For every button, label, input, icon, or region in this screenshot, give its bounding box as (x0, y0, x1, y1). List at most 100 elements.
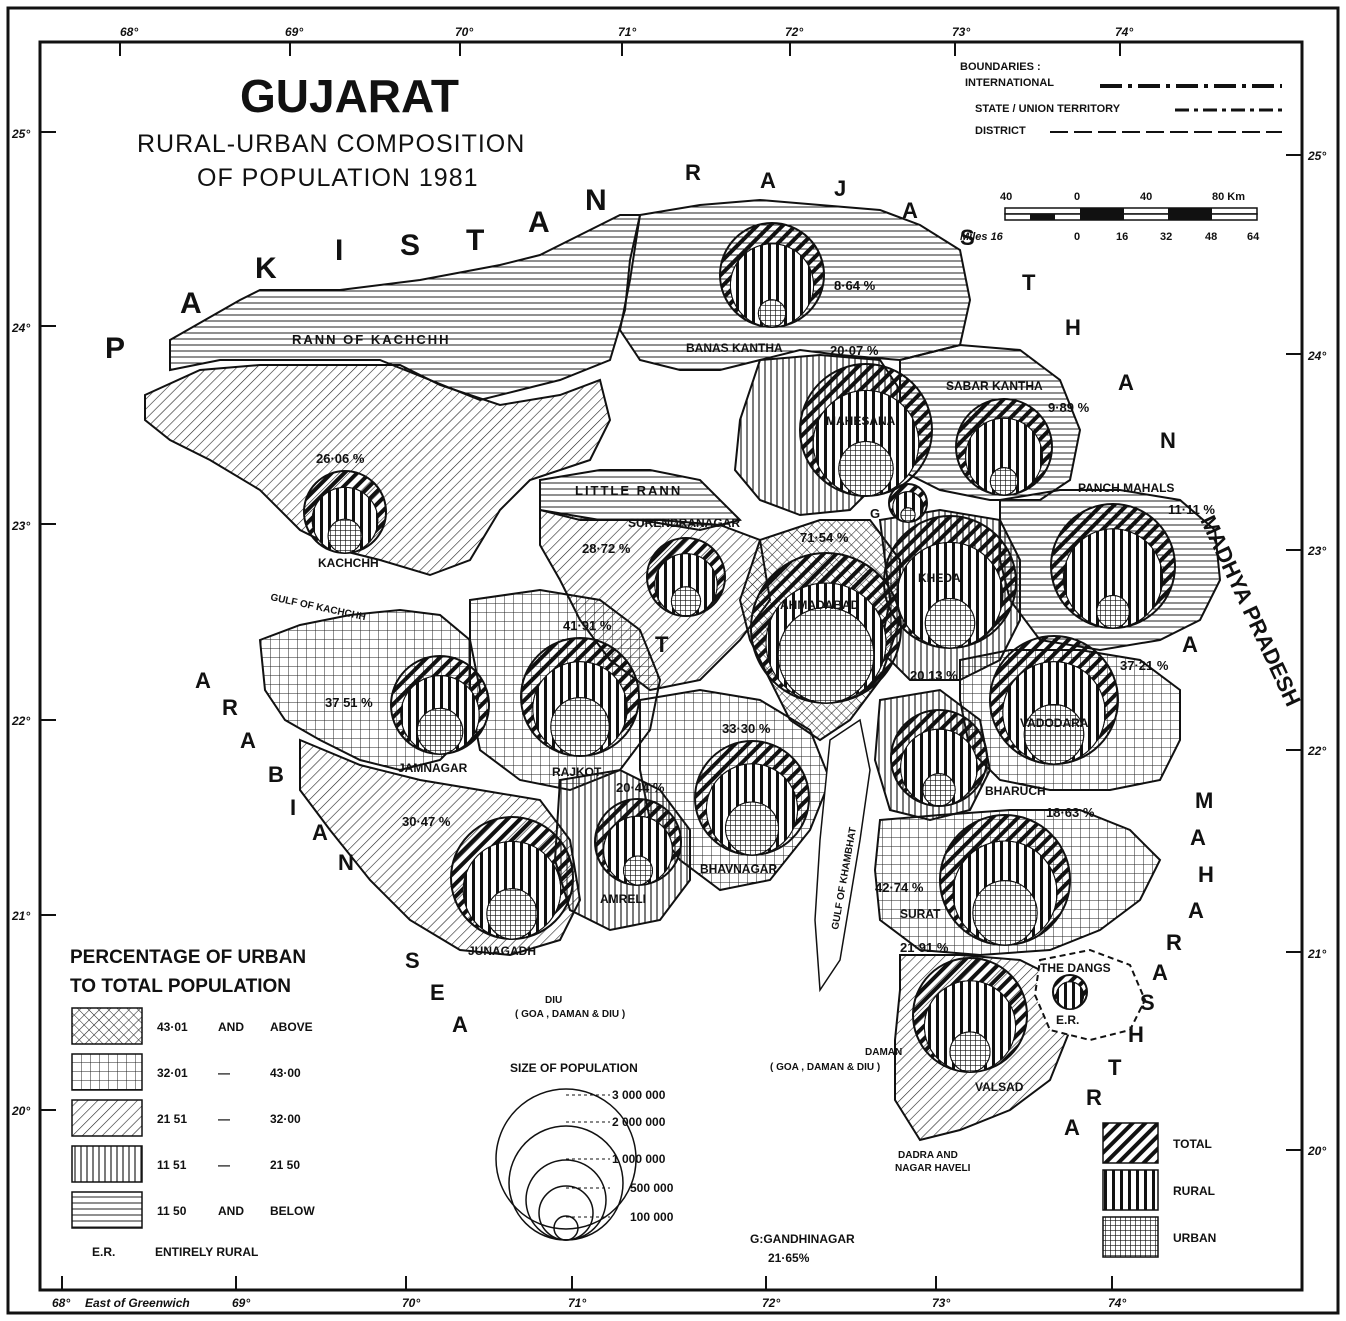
district-pct-vadodara: 37·21 % (1120, 658, 1169, 673)
lat-label: 25° (1307, 149, 1326, 163)
gandhinagar-label-2: 21·65% (768, 1251, 810, 1265)
size-value: 2 000 000 (612, 1115, 666, 1129)
lat-label: 20° (11, 1104, 30, 1118)
district-name-junagadh: JUNAGADH (468, 944, 536, 958)
arabian-sea-letter: S (405, 948, 420, 973)
district-name-sabar-kantha: SABAR KANTHA (946, 379, 1043, 393)
lon-label: 74° (1115, 25, 1133, 39)
lon-label: 73° (952, 25, 970, 39)
maharashtra-letter: S (1140, 990, 1155, 1015)
scale-km: 40 (1140, 191, 1152, 203)
region-kachchh (144, 364, 612, 577)
legend-heading-1: PERCENTAGE OF URBAN (70, 947, 306, 968)
circle-junagadh (450, 816, 574, 940)
state-letter: T (655, 632, 669, 657)
urban-fill (1096, 594, 1130, 629)
circle-panch-mahals (1050, 503, 1176, 629)
region-the-dangs (1033, 948, 1147, 1042)
district-circles (303, 222, 1176, 1073)
gulf-of-kachchh-label: GULF OF KACHCHH (269, 592, 366, 623)
daman-ut-label: ( GOA , DAMAN & DIU ) (770, 1062, 880, 1073)
lat-label: 21° (11, 909, 30, 923)
circle-kheda (883, 515, 1017, 649)
circle-surat (939, 814, 1071, 946)
district-pct-bhavnagar: 33·30 % (722, 721, 771, 736)
size-value: 500 000 (630, 1181, 674, 1195)
lon-label: 70° (402, 1296, 420, 1310)
legend-sep: — (218, 1158, 230, 1172)
circle-rajkot (520, 637, 640, 757)
legend-total: TOTAL (1173, 1137, 1212, 1151)
urban-fill (989, 467, 1019, 496)
circle-gandhinagar (888, 483, 928, 523)
lat-label: 25° (11, 127, 30, 141)
circle-valsad (912, 957, 1028, 1073)
district-name-panch-mahals: PANCH MAHALS (1078, 481, 1174, 495)
swatch-urban (1102, 1216, 1159, 1258)
scale-miles: 32 (1160, 231, 1172, 243)
rajasthan-letter: A (760, 168, 776, 193)
scale-km: 0 (1074, 191, 1080, 203)
arabian-sea-letter: A (240, 728, 256, 753)
maharashtra-letter: R (1166, 930, 1182, 955)
urban-fill (486, 888, 538, 940)
urban-fill (416, 707, 464, 755)
district-name-surendranagar: SURENDRANAGAR (628, 516, 740, 530)
outer-frame (6, 6, 1340, 1315)
swatch-crosshatch (71, 1007, 143, 1045)
pakistan-letter: N (585, 184, 607, 217)
lat-label: 23° (11, 519, 30, 533)
maharashtra-letter: A (1188, 898, 1204, 923)
district-name-kachchh: KACHCHH (318, 556, 379, 570)
district-name-mahesana: MAHESANA (826, 414, 896, 428)
arabian-sea-letter: R (222, 695, 238, 720)
circle-the-dangs (1052, 974, 1088, 1010)
district-name-bhavnagar: BHAVNAGAR (700, 862, 777, 876)
legend-urban: URBAN (1173, 1231, 1216, 1245)
lon-label: 72° (785, 25, 803, 39)
rajasthan-letter: R (685, 160, 701, 185)
circle-vadodara (989, 635, 1119, 765)
legend-from: 21 51 (157, 1112, 187, 1126)
diu-ut-label: ( GOA , DAMAN & DIU ) (515, 1009, 625, 1020)
legend-to: ABOVE (270, 1020, 313, 1034)
lon-label: 70° (455, 25, 473, 39)
gandhinagar-marker: G (870, 506, 880, 521)
urban-fill (724, 801, 780, 856)
boundary-district: DISTRICT (975, 125, 1026, 137)
lon-label: 74° (1108, 1296, 1126, 1310)
size-legend: SIZE OF POPULATION 3 000 000 2 000 000 1… (495, 1061, 674, 1241)
district-pct-mahesana: 20·07 % (830, 343, 879, 358)
district-pct-kheda: 20 13 % (910, 668, 958, 683)
urban-fill (670, 586, 702, 617)
boundary-state: STATE / UNION TERRITORY (975, 103, 1121, 115)
rajasthan-letter: T (1022, 270, 1036, 295)
scale-km: 40 (1000, 191, 1012, 203)
boundaries-legend: BOUNDARIES : INTERNATIONAL STATE / UNION… (960, 61, 1282, 137)
district-pct-amreli: 20·44 % (616, 780, 665, 795)
scale-miles: 64 (1247, 231, 1260, 243)
maharashtra-letter: A (1064, 1115, 1080, 1140)
swatch-rural (1102, 1169, 1159, 1211)
district-name-valsad: VALSAD (975, 1080, 1024, 1094)
arabian-sea-letter: A (195, 668, 211, 693)
size-value: 1 000 000 (612, 1152, 666, 1166)
district-pct-the-dangs: E.R. (1056, 1013, 1079, 1027)
lon-label: 73° (932, 1296, 950, 1310)
lat-label: 24° (1307, 349, 1326, 363)
swatch-vertical (71, 1145, 143, 1183)
lon-label: 71° (618, 25, 636, 39)
map-title: GUJARAT (240, 70, 459, 122)
arabian-sea-letter: N (338, 850, 354, 875)
size-value: 3 000 000 (612, 1088, 666, 1102)
rajasthan-letter: A (1118, 370, 1134, 395)
lon-label: 68° (120, 25, 138, 39)
rann-of-kachchh-label: RANN OF KACHCHH (292, 332, 451, 347)
arabian-sea-letter: A (452, 1012, 468, 1037)
maharashtra-letter: R (1086, 1085, 1102, 1110)
legend-sep: AND (218, 1020, 244, 1034)
maharashtra-letter: H (1198, 862, 1214, 887)
legend-from: 11 51 (157, 1158, 187, 1172)
urban-fill (327, 518, 363, 554)
